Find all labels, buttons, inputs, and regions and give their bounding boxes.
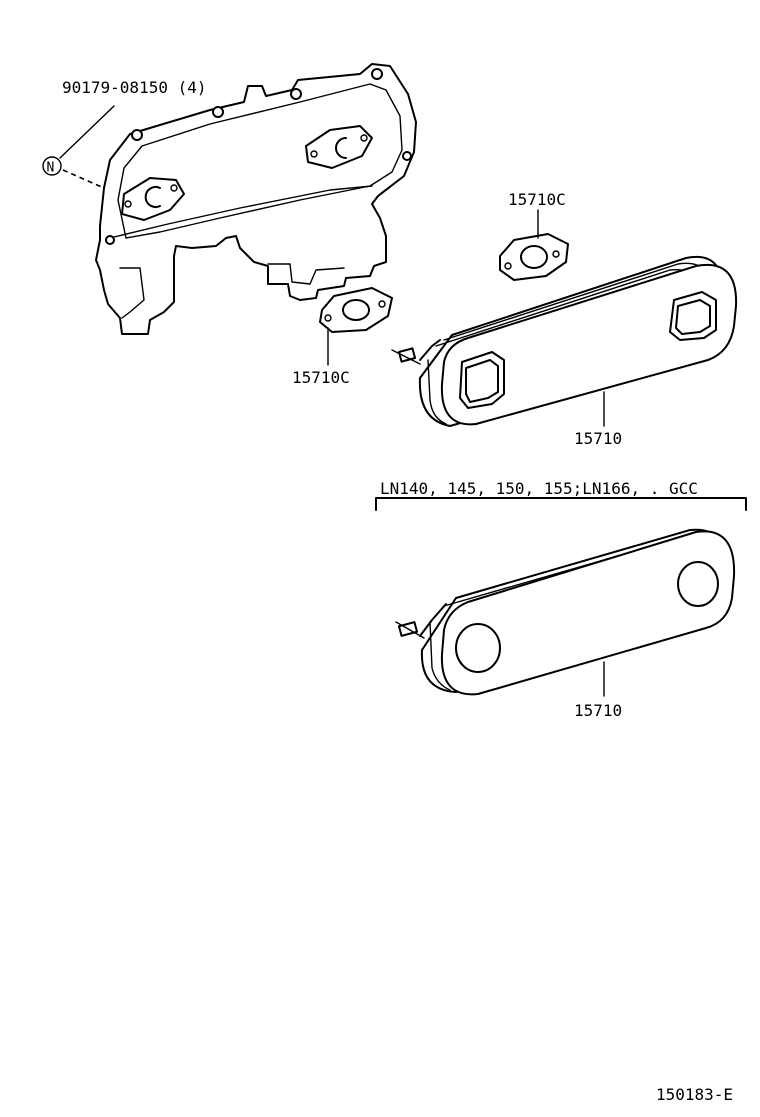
diagram-code: 150183-E [656,1085,733,1104]
marker-circle [42,156,62,176]
housing-boss [267,263,345,285]
oil-cooler-lower [395,528,736,696]
gasket-outline [319,287,393,333]
mount-lug [290,88,302,100]
cooler-port-right [677,561,719,607]
oil-cooler-upper [391,255,738,427]
port-pad-outline [121,177,185,221]
cooler-plate-edge [427,359,447,425]
gasket-left [319,287,393,333]
variant-header: LN140, 145, 150, 155;LN166, . GCC [380,479,698,498]
mount-lug [131,129,143,141]
stud-thread [391,349,421,365]
pad-hole [310,150,318,158]
housing-inner-rim [117,83,403,239]
port-pad-outline [305,125,373,169]
engine-housing [95,63,417,335]
cooler-face [440,530,736,696]
cooler-port-right-inner [675,299,711,335]
cooler-bracket [419,603,447,637]
cooler-plate-edge [429,621,451,691]
mount-lug [402,151,412,161]
cooler-port-left [455,623,501,673]
stud [397,347,417,363]
gasket-top [499,233,569,281]
port-pad-right [305,125,373,169]
bolt-marker: N [42,156,62,176]
port-opening [335,137,347,159]
port-opening [144,186,161,208]
cooler-face [440,263,738,426]
housing-outline [95,63,417,335]
pad-hole [360,134,368,142]
bolt-dashed-leader [62,169,105,189]
gasket-top-label: 15710C [508,190,566,209]
bolt-part-number: 90179-08150 (4) [62,78,207,97]
cooler-port-right [669,291,717,341]
mount-lug [212,106,224,118]
gasket-bolt-hole [378,300,386,308]
port-pad-left [121,177,185,221]
pad-hole [170,184,178,192]
gasket-bore [342,299,370,321]
gasket-outline [499,233,569,281]
pad-hole [124,200,132,208]
bolt-marker-letter: N [47,161,55,176]
gasket-bolt-hole [552,250,560,258]
gasket-bolt-hole [504,262,512,270]
bolt-leader-line [59,105,115,159]
mount-lug [371,68,383,80]
variant-bracket [375,497,747,511]
housing-lower-edge [109,185,373,239]
cooler-upper-label: 15710 [574,429,622,448]
cooler-port-left-inner [465,359,499,403]
mount-lug [105,235,115,245]
cooler-bracket [419,339,441,361]
gasket-bolt-hole [324,314,332,322]
cooler-lower-label: 15710 [574,701,622,720]
gasket-bore [520,245,548,269]
housing-neck [119,267,145,319]
gasket-left-label: 15710C [292,368,350,387]
